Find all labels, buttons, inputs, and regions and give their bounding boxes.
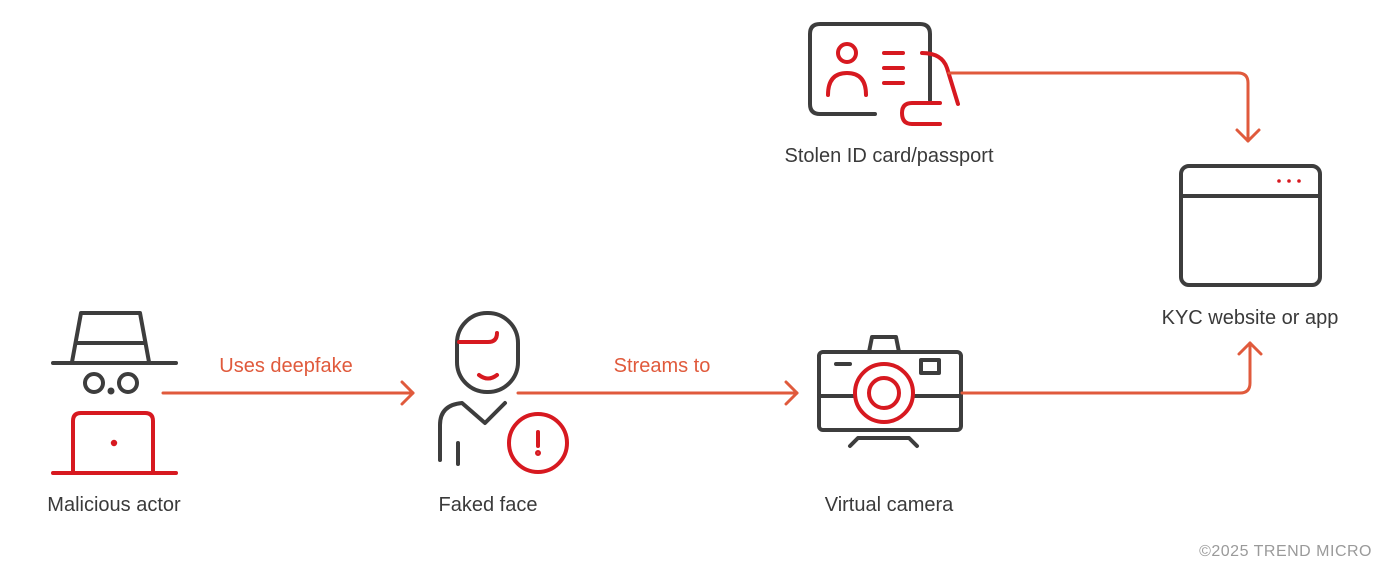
camera-icon	[817, 335, 963, 448]
arrow-camera-to-kyc	[960, 341, 1263, 395]
id-card-hand-icon	[808, 22, 960, 126]
browser-window-icon	[1179, 164, 1322, 287]
camera-label: Virtual camera	[824, 494, 954, 516]
id-card-label: Stolen ID card/passport	[784, 145, 994, 167]
hacker-laptop-icon	[51, 311, 178, 475]
actor-label: Malicious actor	[47, 494, 181, 516]
kyc-label: KYC website or app	[1161, 307, 1339, 329]
edge-label-uses-deepfake: Uses deepfake	[219, 355, 353, 377]
person-alert-icon	[438, 311, 569, 474]
arrow-face-to-camera	[516, 380, 799, 406]
copyright: ©2025 TREND MICRO	[1199, 543, 1372, 560]
edge-label-streams-to: Streams to	[613, 355, 711, 377]
arrow-id-to-kyc	[947, 71, 1261, 143]
face-label: Faked face	[438, 494, 538, 516]
arrow-actor-to-face	[161, 380, 415, 406]
